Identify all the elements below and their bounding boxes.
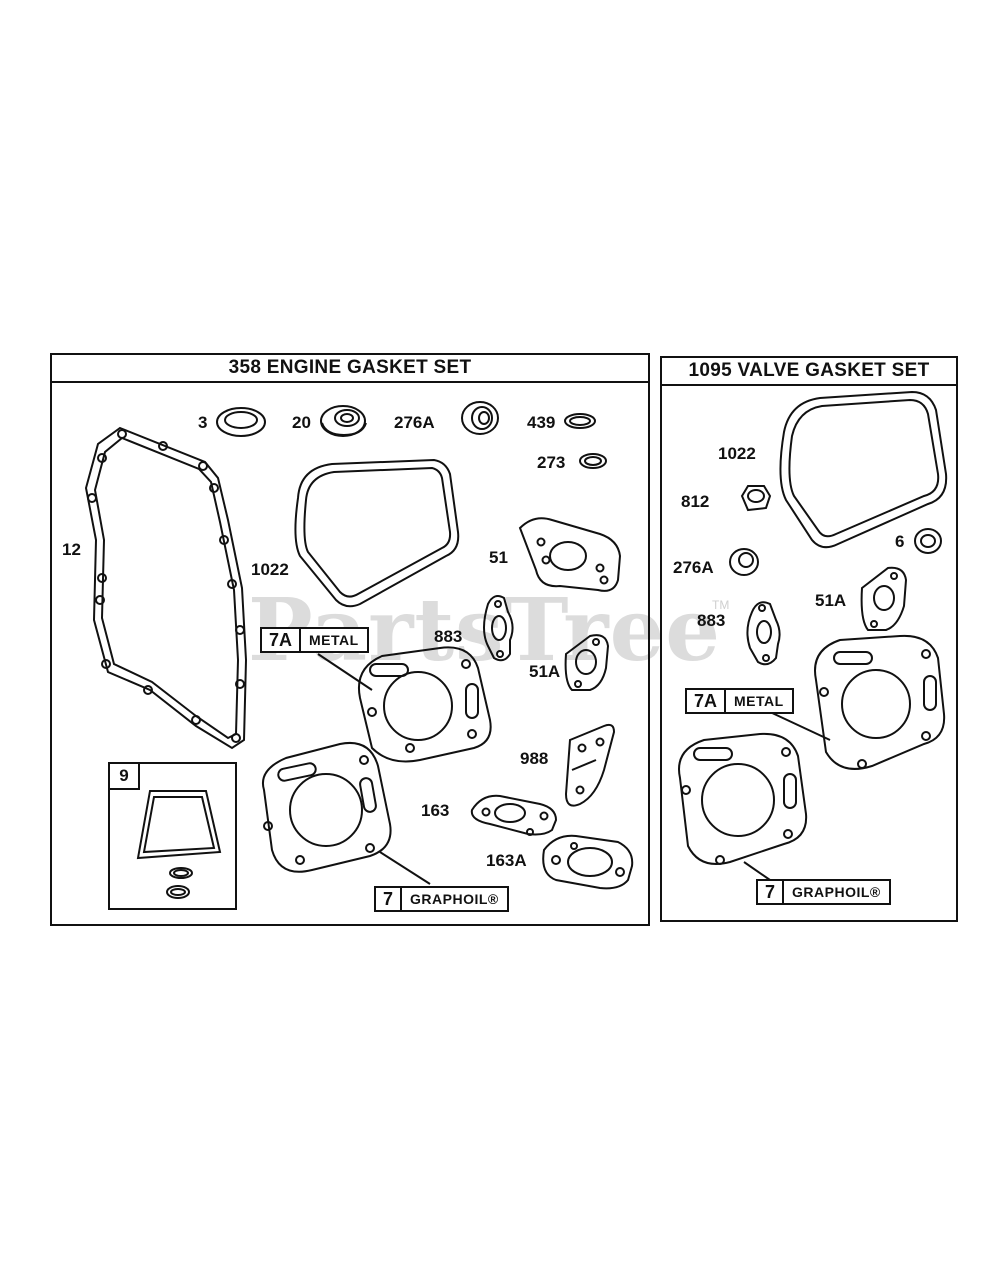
part-988-plate (564, 723, 616, 807)
callout-1022: 1022 (251, 560, 289, 579)
leader-7-valve (743, 861, 771, 881)
part-20-oil-seal (320, 405, 367, 437)
part-276a-grommet (460, 401, 500, 435)
valve-gasket-set-title: 1095 VALVE GASKET SET (662, 358, 956, 386)
part-163-gasket (470, 794, 558, 836)
valve-metal-label-number: 7A (687, 690, 727, 712)
valve-part-7a-metal-head-gasket (814, 634, 946, 770)
part-273-o-ring (579, 453, 607, 469)
callout-883: 883 (434, 627, 463, 646)
engine-metal-label-text: METAL (309, 632, 359, 648)
callout-163a: 163A (486, 851, 527, 870)
callout-51: 51 (489, 548, 508, 567)
part-7a-metal-head-gasket-engine (358, 646, 492, 763)
callout-12: 12 (62, 540, 81, 559)
valve-part-1022-rocker-cover-gasket (779, 390, 948, 549)
valve-callout-51a: 51A (815, 591, 847, 610)
leader-7a-valve (769, 711, 831, 741)
callout-163: 163 (421, 801, 450, 820)
valve-gasket-set-panel: 1095 VALVE GASKET SET (660, 356, 958, 922)
callout-276a: 276A (394, 413, 435, 432)
part-51-intake-gasket (518, 517, 622, 592)
valve-part-276a-grommet (729, 548, 759, 576)
leader-7a-engine (317, 653, 373, 691)
engine-gasket-set-panel: 358 ENGINE GASKET SET (50, 353, 650, 926)
engine-metal-label-number: 7A (262, 629, 302, 651)
valve-callout-6: 6 (895, 532, 905, 551)
valve-graphoil-label-number: 7 (758, 881, 785, 903)
callout-51a: 51A (529, 662, 561, 681)
valve-metal-label: 7A METAL (685, 688, 794, 714)
part-51a-gasket (564, 634, 610, 691)
part-9-inset-art (136, 790, 222, 899)
valve-part-7-graphoil-head-gasket (678, 732, 808, 865)
callout-3: 3 (198, 413, 208, 432)
inset-box-9: 9 (108, 762, 237, 910)
valve-part-51a-gasket (860, 566, 908, 631)
callout-273: 273 (537, 453, 566, 472)
valve-metal-label-text: METAL (734, 693, 784, 709)
watermark-trademark: TM (712, 598, 730, 612)
valve-callout-1022: 1022 (718, 444, 756, 463)
valve-callout-276a: 276A (673, 558, 714, 577)
inset-number: 9 (110, 764, 140, 790)
engine-graphoil-label: 7 GRAPHOIL® (374, 886, 509, 912)
engine-graphoil-label-text: GRAPHOIL® (410, 891, 499, 907)
part-3-seal-ring (216, 407, 266, 437)
valve-graphoil-label: 7 GRAPHOIL® (756, 879, 891, 905)
valve-callout-883: 883 (697, 611, 726, 630)
valve-graphoil-label-text: GRAPHOIL® (792, 884, 881, 900)
part-439-o-ring (564, 413, 596, 429)
part-439-o-ring-inner (569, 416, 591, 426)
leader-7-engine (379, 851, 431, 885)
callout-988: 988 (520, 749, 549, 768)
part-883-exhaust-gasket (483, 595, 514, 662)
valve-part-883-exhaust-gasket (746, 601, 781, 666)
part-7-graphoil-head-gasket-engine (262, 742, 392, 873)
callout-20: 20 (292, 413, 311, 432)
engine-gasket-set-title: 358 ENGINE GASKET SET (52, 355, 648, 383)
part-163a-gasket (542, 834, 634, 890)
engine-graphoil-label-number: 7 (376, 888, 403, 910)
valve-callout-812: 812 (681, 492, 710, 511)
valve-part-6-seal (914, 528, 942, 554)
part-1022-rocker-cover-gasket (294, 458, 460, 608)
valve-part-812-nut (740, 485, 772, 512)
part-12-crankcase-gasket (84, 426, 248, 750)
part-273-o-ring-inner (584, 456, 602, 466)
engine-metal-label: 7A METAL (260, 627, 369, 653)
callout-439: 439 (527, 413, 556, 432)
